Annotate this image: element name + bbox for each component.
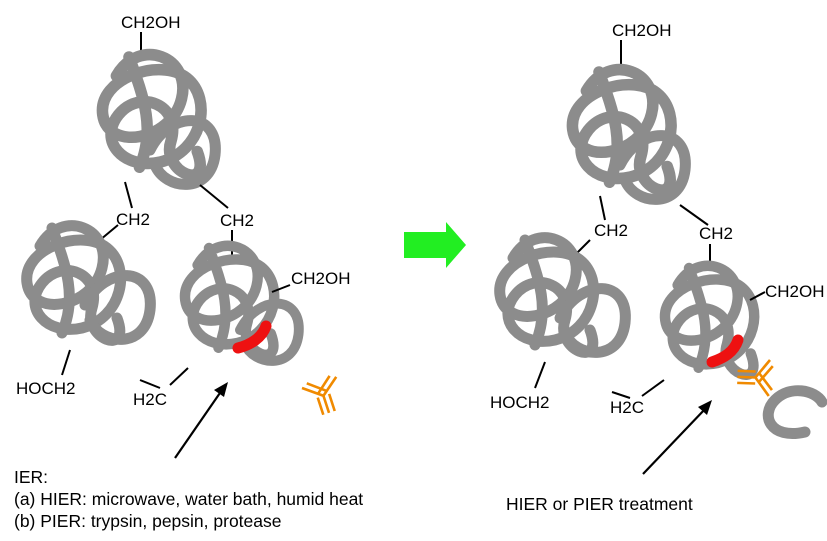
bond-line	[611, 391, 631, 399]
bond-line	[199, 184, 229, 209]
caption-title: IER:	[14, 467, 49, 487]
pointer-arrow-right	[642, 407, 707, 475]
label-h2c: H2C	[610, 398, 644, 417]
antibody-left	[299, 372, 348, 420]
pointer-arrowhead-left	[214, 382, 228, 397]
protein-coil-top-left	[102, 55, 201, 175]
bond-line	[124, 181, 133, 209]
caption-treatment: HIER or PIER treatment	[506, 494, 693, 514]
label-ch2: CH2	[699, 224, 733, 243]
bond-line	[61, 349, 71, 376]
label-ch2oh: CH2OH	[291, 269, 351, 288]
bond-line	[749, 291, 766, 301]
protein-coil-top-right	[572, 70, 671, 190]
bond-line	[679, 204, 709, 226]
bond-line	[169, 367, 189, 386]
bond-line	[599, 195, 606, 221]
caption-line-pier: (b) PIER: trypsin, pepsin, protease	[14, 511, 282, 531]
bond-line	[271, 284, 291, 293]
pointer-arrowhead-right	[698, 400, 712, 415]
bond-line	[534, 361, 546, 389]
label-h2c: H2C	[133, 390, 167, 409]
green-arrow	[404, 222, 466, 268]
bond-line	[641, 379, 665, 397]
left-structure: CH2OH CH2 CH2 CH2OH HOCH2 H2C	[16, 13, 351, 459]
label-hoch2: HOCH2	[490, 393, 550, 412]
epitope-left	[232, 320, 272, 354]
label-ch2: CH2	[116, 210, 150, 229]
label-ch2oh-top: CH2OH	[121, 13, 181, 32]
label-hoch2: HOCH2	[16, 379, 76, 398]
label-ch2: CH2	[594, 221, 628, 240]
label-ch2oh: CH2OH	[765, 282, 825, 301]
caption-line-hier: (a) HIER: microwave, water bath, humid h…	[14, 489, 364, 509]
bond-line	[139, 379, 161, 389]
epitope-right	[706, 334, 744, 368]
right-structure: CH2OH CH2 CH2 CH2OH HOCH2 H2C	[490, 21, 827, 475]
pointer-arrow-left	[174, 389, 223, 459]
cleaved-fragment	[762, 385, 827, 439]
label-ch2: CH2	[220, 211, 254, 230]
label-ch2oh-top: CH2OH	[612, 21, 672, 40]
